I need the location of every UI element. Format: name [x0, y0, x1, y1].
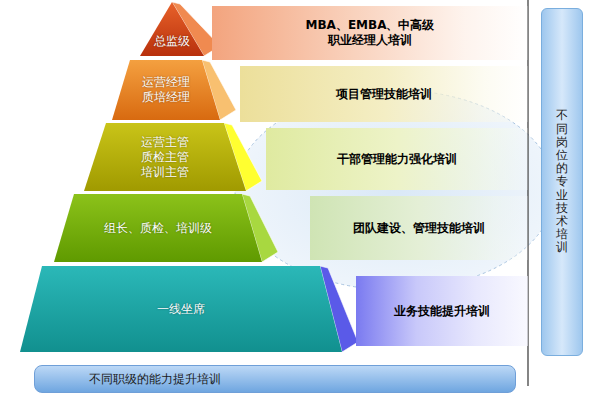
pyramid-tier: 总监级: [140, 2, 204, 56]
node-label: 组长、质检、培训级: [104, 221, 212, 236]
training-band: 业务技能提升培训: [356, 276, 528, 346]
pyramid-tier: 组长、质检、培训级: [54, 194, 262, 262]
training-band: 项目管理技能培训: [240, 66, 528, 122]
tier-front-face: [140, 2, 204, 56]
bottom-bar: 不同职级的能力提升培训: [34, 365, 516, 393]
pyramid-tier: 运营经理 质培经理: [112, 60, 220, 120]
tier-fill: [140, 2, 204, 56]
pyramid-tier: 运营主管 质检主管 培训主管: [84, 123, 246, 191]
node-label: 业务技能提升培训: [394, 304, 490, 319]
node-label: MBA、EMBA、中高级 职业经理人培训: [300, 18, 440, 48]
node-label: 运营经理 质培经理: [138, 75, 194, 105]
node-label: 不同职级的能力提升培训: [89, 372, 221, 387]
tier-fill: [84, 123, 246, 191]
training-band: 干部管理能力强化培训: [266, 128, 528, 190]
node-label: 干部管理能力强化培训: [337, 152, 457, 167]
node-label: 一线坐席: [157, 302, 205, 317]
pyramid-tier: 一线坐席: [20, 266, 342, 352]
node-label: 运营主管 质检主管 培训主管: [137, 135, 193, 180]
tier-fill: [112, 60, 220, 120]
tier-fill: [20, 266, 342, 352]
node-label: 不同岗位的专业技术培训: [556, 109, 568, 254]
node-label: 团队建设、管理技能培训: [353, 221, 485, 236]
training-band: MBA、EMBA、中高级 职业经理人培训: [212, 6, 528, 60]
training-band: 团队建设、管理技能培训: [310, 196, 528, 260]
tier-fill: [54, 194, 262, 262]
node-label: 项目管理技能培训: [336, 87, 432, 102]
node-label: 总监级: [154, 34, 190, 49]
vertical-box: 不同岗位的专业技术培训: [541, 8, 583, 356]
